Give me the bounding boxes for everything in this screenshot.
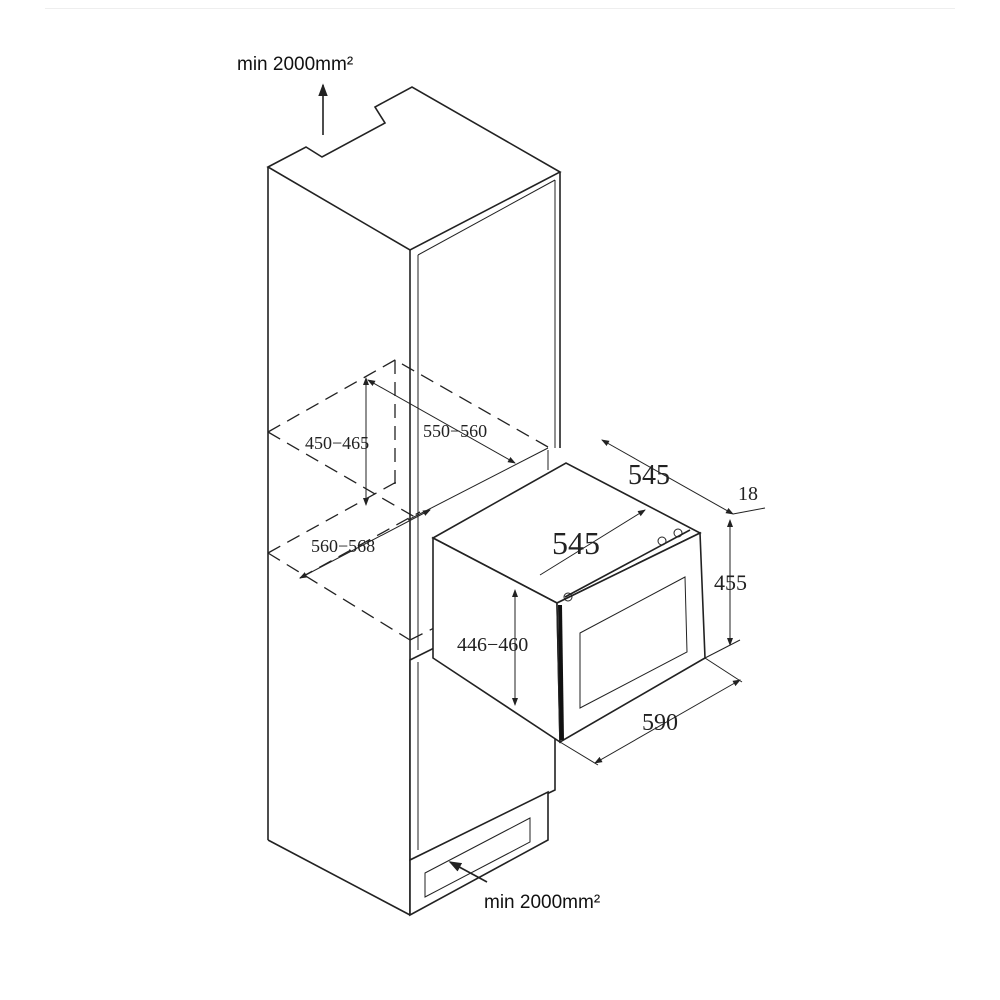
front-height-label: 446−460 (457, 634, 528, 656)
appliance-width-label: 590 (642, 710, 678, 736)
control-knob-icon (563, 592, 573, 602)
front-thickness-label: 18 (738, 483, 758, 505)
outer-depth-label: 545 (628, 460, 670, 491)
top-divider (45, 8, 955, 9)
bottom-vent-label: min 2000mm² (484, 892, 600, 913)
niche-depth-label: 550−560 (423, 421, 487, 441)
dimension-lines (299, 377, 766, 766)
niche-height-label: 450−465 (305, 433, 369, 453)
built-in-oven (431, 462, 706, 744)
inner-depth-label: 545 (552, 525, 600, 561)
niche-width-label: 560−568 (311, 536, 375, 556)
control-knob-icon (657, 536, 667, 546)
vent-in-arrow-icon (448, 861, 488, 883)
appliance-height-label: 455 (714, 570, 747, 595)
top-vent-label: min 2000mm² (237, 54, 353, 75)
control-knob-icon (673, 528, 683, 538)
